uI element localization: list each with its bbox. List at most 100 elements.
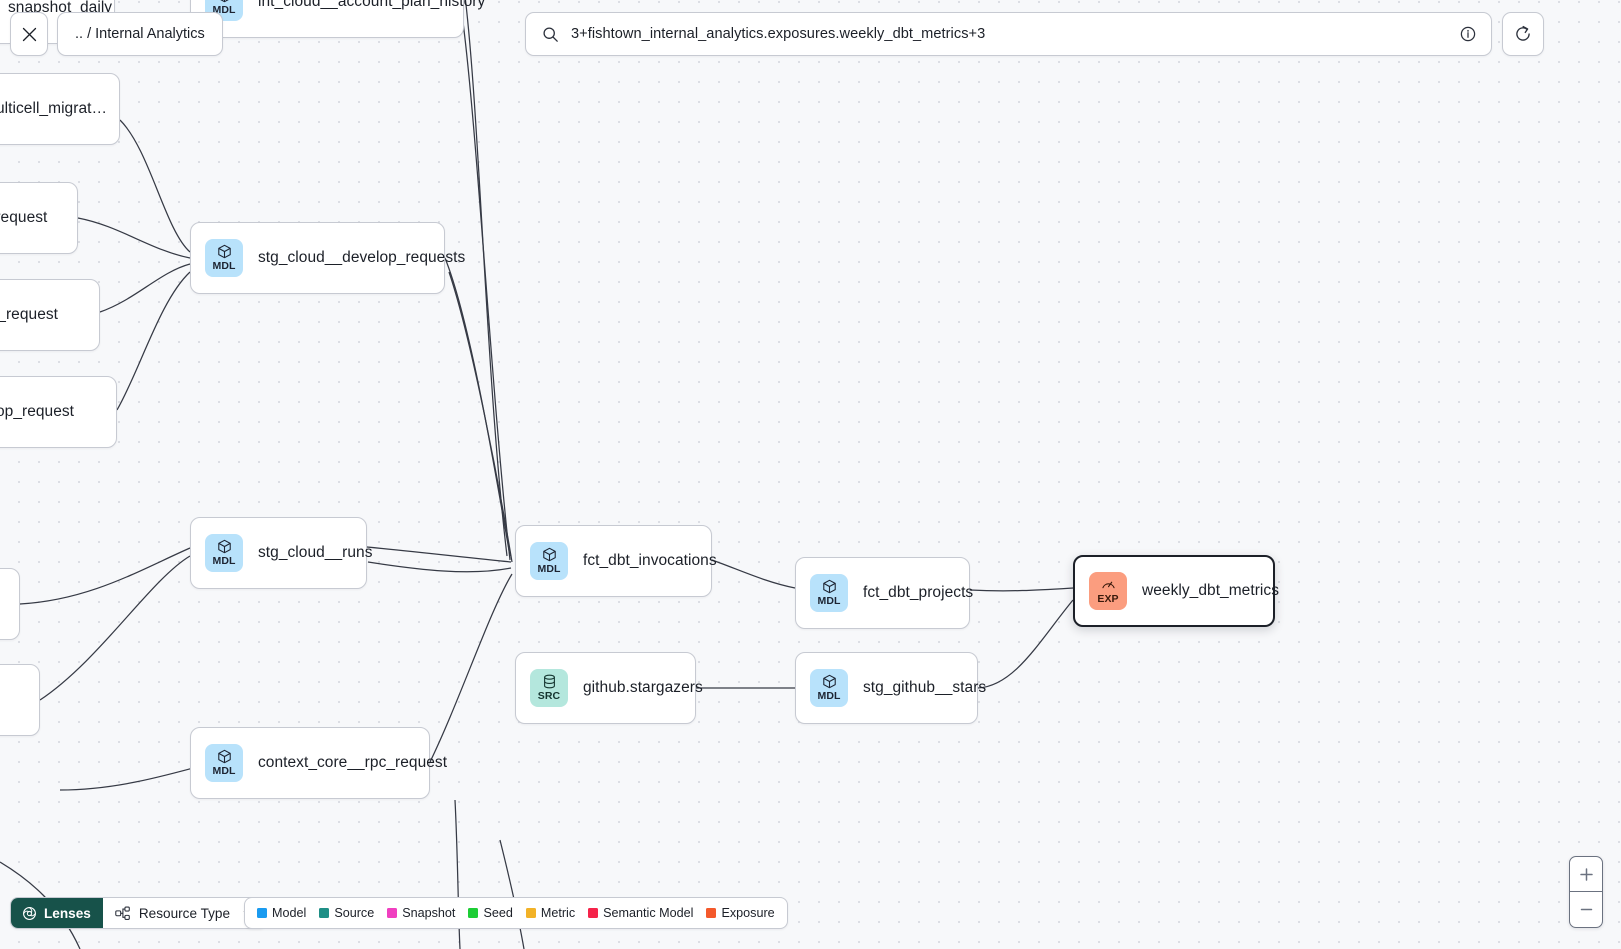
legend-swatch	[588, 908, 599, 918]
cube-icon	[217, 540, 231, 554]
lineage-edge	[969, 587, 1074, 592]
node-label: stg_cloud__develop_requests	[258, 249, 466, 266]
node-label: context_core__rpc_request	[258, 754, 448, 771]
graph-node-weekly_dbt_metrics[interactable]: EXP weekly_dbt_metrics	[1073, 555, 1279, 627]
lenses-label: Lenses	[44, 905, 91, 921]
lineage-edge	[39, 555, 191, 701]
refresh-icon	[1516, 25, 1530, 41]
legend-label: Seed	[483, 906, 513, 920]
node-label: int_cloud__account_plan_history	[258, 0, 486, 10]
lineage-edge	[99, 263, 191, 313]
legend-swatch	[387, 908, 398, 918]
graph-node-stg_cloud_develop_requests[interactable]: MDL stg_cloud__develop_requests	[190, 222, 465, 294]
node-type-badge-mdl: MDL	[810, 669, 848, 707]
legend-item: Snapshot	[387, 906, 455, 920]
lineage-edge	[711, 559, 796, 589]
cube-icon	[822, 675, 836, 689]
legend-swatch	[706, 908, 717, 918]
lineage-edge	[462, 21, 511, 561]
graph-node-int_cloud_account_plan[interactable]: MDL int_cloud__account_plan_history	[190, 0, 485, 38]
close-icon	[22, 27, 36, 41]
node-type-badge-src: SRC	[530, 669, 568, 707]
cube-icon	[542, 548, 556, 562]
node-type-text: MDL	[212, 765, 236, 778]
graph-node-github_stargazers[interactable]: SRC github.stargazers	[515, 652, 703, 724]
graph-node-context_core_rpc_request[interactable]: MDL context_core__rpc_request	[190, 727, 447, 799]
cube-icon	[219, 0, 229, 3]
node-type-badge-mdl: MDL	[205, 744, 243, 782]
node-type-text: MDL	[212, 4, 236, 17]
node-label: _develop_request	[0, 403, 75, 420]
lineage-edge	[429, 573, 513, 763]
lineage-edge	[977, 599, 1074, 689]
zoom-controls[interactable]	[1569, 856, 1603, 928]
resource-type-button[interactable]: Resource Type	[102, 898, 267, 928]
nodes-icon	[115, 905, 130, 920]
node-type-text: MDL	[212, 260, 236, 273]
graph-node-clipped_run[interactable]: MDL_run	[0, 664, 40, 736]
graph-node-stg_github_stars[interactable]: MDL stg_github__stars	[795, 652, 986, 724]
lineage-edge	[367, 561, 512, 573]
node-label: github.stargazers	[583, 679, 703, 696]
search-input[interactable]: 3+fishtown_internal_analytics.exposures.…	[525, 12, 1492, 56]
gauge-icon	[1101, 581, 1115, 589]
lenses-toolbar[interactable]: Lenses Resource Type	[10, 897, 268, 929]
resource-type-label: Resource Type	[138, 905, 231, 921]
search-icon	[543, 26, 558, 42]
node-type-badge-exp: EXP	[1089, 572, 1127, 610]
lineage-edge	[116, 271, 191, 411]
node-label: fct_dbt_invocations	[583, 552, 717, 569]
graph-node-develop_request_c[interactable]: MDL_develop_request	[0, 376, 117, 448]
node-type-badge-mdl: MDL	[810, 574, 848, 612]
zoom-in-button[interactable]	[1570, 857, 1602, 892]
node-type-text: MDL	[212, 555, 236, 568]
lineage-edge	[19, 547, 191, 605]
plus-icon	[1579, 867, 1593, 881]
breadcrumb[interactable]: .. / Internal Analytics	[57, 12, 223, 56]
graph-node-develop_request_a[interactable]: MDLp_request	[0, 182, 78, 254]
graph-node-clipped_n[interactable]: MDLn	[0, 568, 20, 640]
legend-label: Semantic Model	[603, 906, 694, 920]
node-label: stg_github__stars	[863, 679, 987, 696]
graph-node-develop_request_b[interactable]: MDLvelop_request	[0, 279, 100, 351]
lineage-edge	[119, 119, 191, 253]
legend-item: Model	[257, 906, 306, 920]
node-type-badge-mdl: MDL	[205, 534, 243, 572]
node-label: multicell_migrat…	[0, 100, 108, 117]
zoom-out-button[interactable]	[1570, 892, 1602, 927]
resource-type-legend: Model Source Snapshot Seed Metric Semantic Mo…	[244, 897, 788, 929]
node-label: weekly_dbt_metrics	[1142, 582, 1280, 599]
node-type-text: MDL	[817, 690, 841, 703]
refresh-button[interactable]	[1502, 12, 1544, 56]
cube-icon	[822, 580, 836, 594]
database-icon	[543, 674, 555, 689]
legend-label: Exposure	[721, 906, 775, 920]
legend-swatch	[468, 908, 479, 918]
info-icon[interactable]	[1459, 25, 1477, 43]
legend-item: Exposure	[706, 906, 775, 920]
node-type-badge-mdl: MDL	[205, 239, 243, 277]
legend-label: Snapshot	[402, 906, 456, 920]
lenses-button[interactable]: Lenses	[11, 898, 103, 928]
legend-item: Source	[319, 906, 374, 920]
legend-label: Metric	[540, 906, 576, 920]
graph-node-fct_dbt_invocations[interactable]: MDL fct_dbt_invocations	[515, 525, 717, 597]
node-type-badge-mdl: MDL	[530, 542, 568, 580]
legend-swatch	[257, 908, 267, 918]
graph-node-multicell_migrate[interactable]: MDLmulticell_migrat…	[0, 73, 120, 145]
node-label: velop_request	[0, 306, 59, 323]
search-query-text: 3+fishtown_internal_analytics.exposures.…	[571, 26, 986, 42]
lineage-edge	[444, 257, 511, 557]
legend-label: Model	[272, 906, 307, 920]
lineage-edge	[448, 271, 513, 563]
cube-icon	[217, 750, 231, 764]
legend-label: Source	[334, 906, 375, 920]
lineage-edge	[77, 217, 191, 259]
close-button[interactable]	[10, 12, 48, 56]
node-type-text: MDL	[817, 595, 841, 608]
legend-item: Metric	[525, 906, 576, 920]
